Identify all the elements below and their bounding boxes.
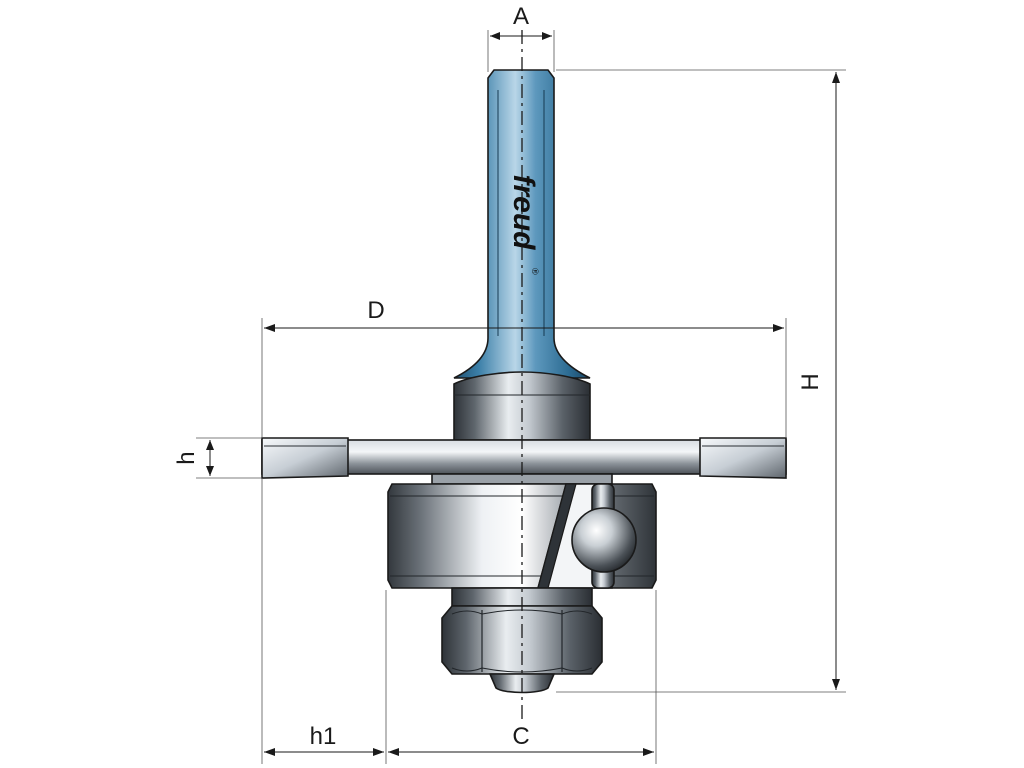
dimension-C: C xyxy=(388,590,657,764)
label-h1: h1 xyxy=(310,723,337,750)
locking-ball xyxy=(571,483,637,589)
hex-nut xyxy=(441,605,603,675)
label-D: D xyxy=(367,297,384,324)
dimension-A: A xyxy=(487,3,555,72)
brand-logo: freud ® xyxy=(507,175,540,276)
slotting-cutter-disc xyxy=(261,437,787,479)
dimension-h1: h1 xyxy=(261,478,387,764)
svg-text:®: ® xyxy=(530,268,540,275)
upper-collar xyxy=(453,371,591,441)
dimension-D: D xyxy=(261,297,787,438)
label-A: A xyxy=(513,3,529,30)
label-H: H xyxy=(797,373,824,390)
dimension-H: H xyxy=(556,69,846,693)
label-C: C xyxy=(512,723,529,750)
label-h: h xyxy=(173,451,200,464)
dimension-h: h xyxy=(173,437,262,479)
svg-text:freud: freud xyxy=(507,175,540,251)
